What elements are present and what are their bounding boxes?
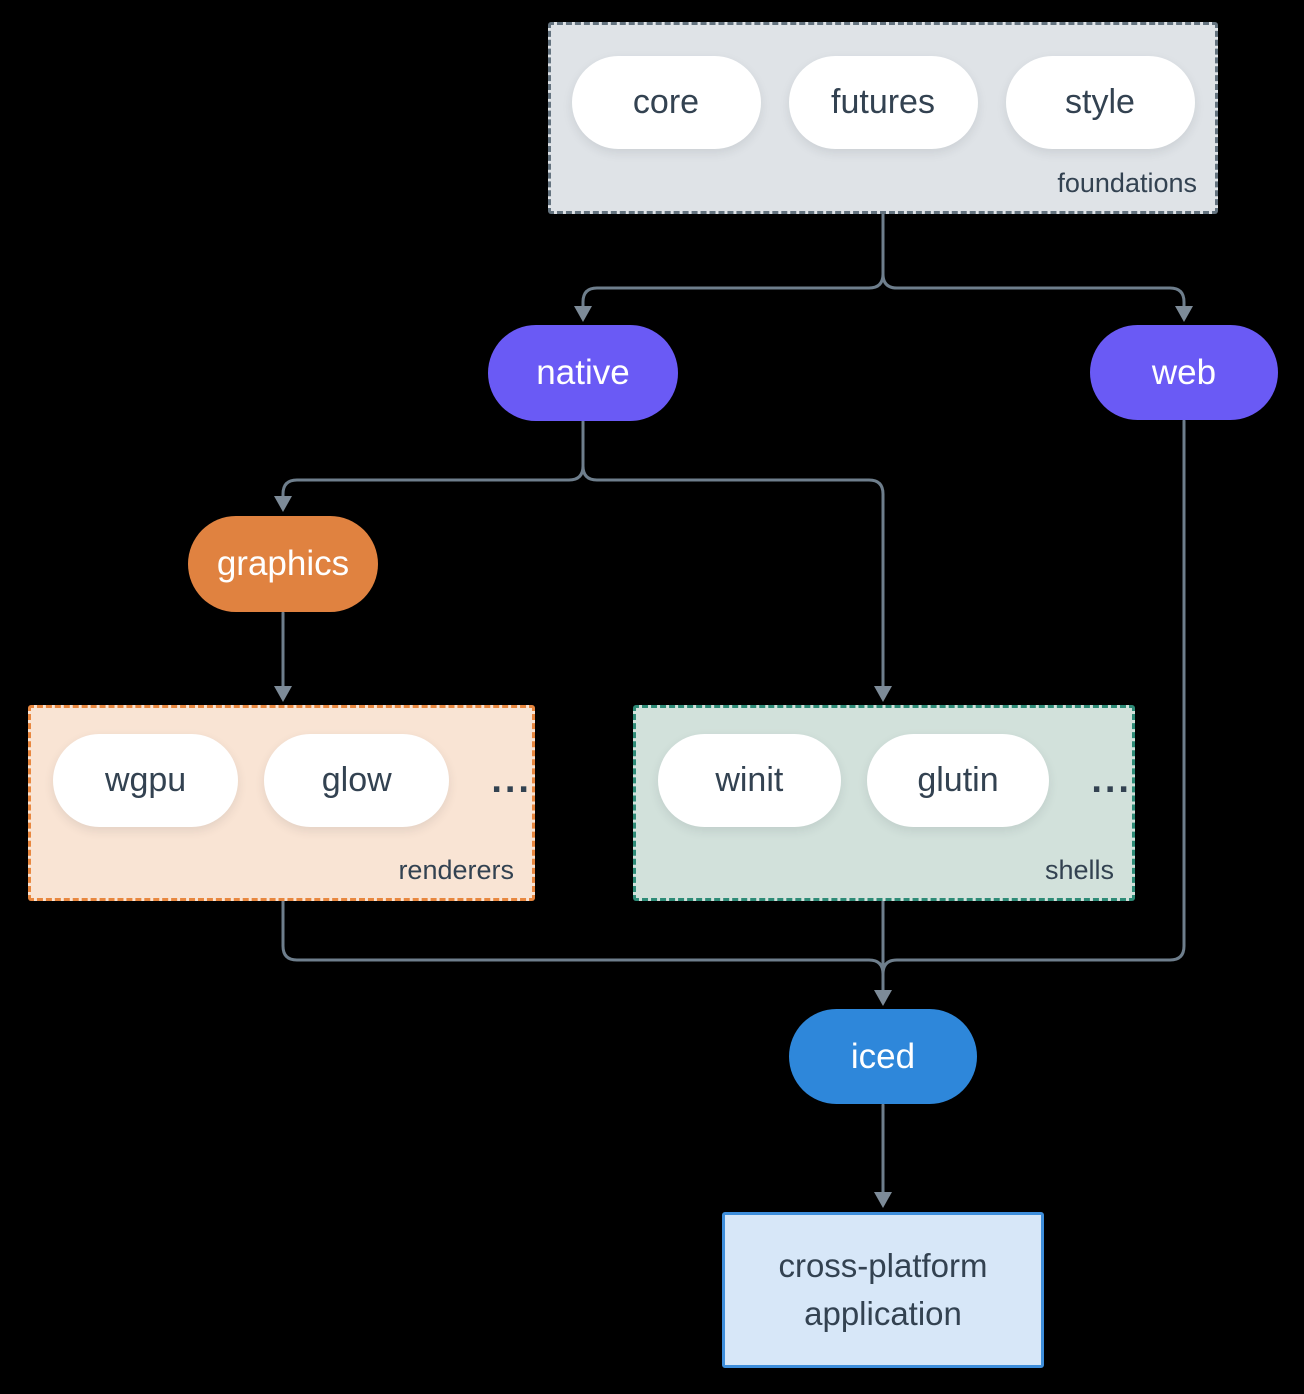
edge-foundations-native xyxy=(581,212,885,310)
application-label-line2: application xyxy=(804,1295,962,1332)
foundations-pill-row: core futures style xyxy=(551,56,1215,149)
node-style: style xyxy=(1005,56,1195,149)
foundations-label: foundations xyxy=(1057,168,1197,198)
group-renderers: wgpu glow ... renderers xyxy=(28,705,535,901)
node-futures: futures xyxy=(788,56,978,149)
shells-ellipsis: ... xyxy=(1091,759,1132,801)
renderers-pill-row: wgpu glow ... xyxy=(31,734,532,827)
node-glow: glow xyxy=(264,734,450,827)
shells-pill-row: winit glutin ... xyxy=(636,734,1132,827)
group-shells: winit glutin ... shells xyxy=(633,705,1135,901)
node-iced: iced xyxy=(789,1009,977,1104)
edge-native-shells xyxy=(581,420,885,690)
node-winit: winit xyxy=(658,734,841,827)
edge-native-graphics xyxy=(281,420,585,500)
node-core: core xyxy=(571,56,761,149)
arrowhead xyxy=(874,990,892,1006)
renderers-ellipsis: ... xyxy=(491,759,532,801)
shells-label: shells xyxy=(1044,855,1114,885)
node-cross-platform-application: cross-platform application xyxy=(722,1212,1044,1368)
group-foundations: core futures style foundations xyxy=(548,22,1218,214)
node-glutin: glutin xyxy=(866,734,1050,827)
node-native: native xyxy=(488,325,678,421)
arrowhead xyxy=(1175,306,1193,322)
arrowhead xyxy=(574,306,592,322)
node-wgpu: wgpu xyxy=(53,734,239,827)
application-label-line1: cross-platform xyxy=(778,1247,988,1285)
node-graphics: graphics xyxy=(188,516,378,612)
arrowhead xyxy=(874,686,892,702)
renderers-label: renderers xyxy=(398,855,514,885)
arrowhead xyxy=(274,686,292,702)
edge-renderers-iced xyxy=(281,899,885,994)
arrowhead xyxy=(274,496,292,512)
node-web: web xyxy=(1090,325,1278,420)
arrowhead xyxy=(874,1192,892,1208)
edge-foundations-web xyxy=(881,212,1186,310)
